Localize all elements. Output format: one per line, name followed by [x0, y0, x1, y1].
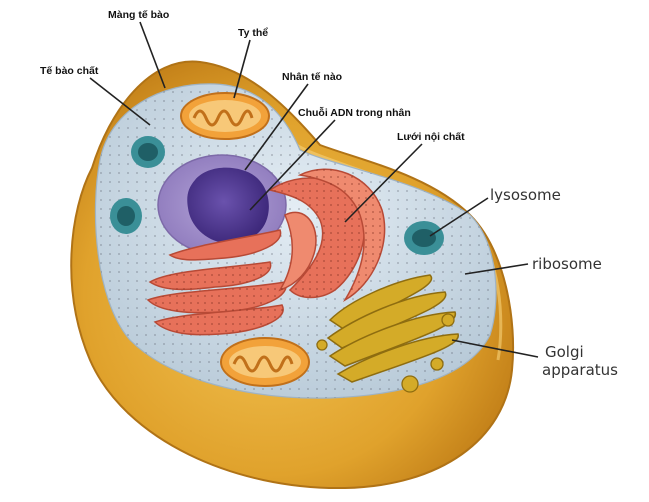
- leader-golgi: [451, 339, 539, 358]
- leader-dna: [249, 119, 336, 211]
- leader-nucleus: [244, 83, 309, 171]
- label-mitochondria: Ty thể: [238, 27, 268, 39]
- mitochondrion-top: [180, 92, 270, 140]
- leader-er: [344, 143, 423, 223]
- golgi-apparatus: [316, 274, 459, 393]
- leader-mitochondria: [233, 39, 251, 99]
- vesicle-left-bottom: [110, 198, 142, 234]
- nucleus: [157, 154, 287, 256]
- vesicle-left-top: [131, 136, 165, 168]
- label-golgi-line2: apparatus: [542, 361, 618, 379]
- label-cell-membrane: Màng tế bào: [108, 9, 169, 21]
- leader-lines: [89, 21, 539, 358]
- label-ribosome: ribosome: [532, 255, 602, 273]
- label-er: Lưới nội chất: [397, 131, 465, 143]
- label-lysosome: lysosome: [490, 186, 561, 204]
- leader-cell-membrane: [139, 21, 166, 89]
- leader-lysosome: [429, 197, 489, 237]
- label-nucleus: Nhân tế nào: [282, 71, 342, 83]
- lysosome: [404, 221, 444, 255]
- label-cytoplasm: Tế bào chất: [40, 65, 99, 77]
- label-dna: Chuỗi ADN trong nhân: [298, 106, 411, 119]
- label-golgi-line1: Golgi: [545, 343, 584, 361]
- leader-cytoplasm: [89, 77, 151, 126]
- mitochondrion-bottom: [220, 337, 310, 387]
- leader-ribosome: [464, 263, 529, 275]
